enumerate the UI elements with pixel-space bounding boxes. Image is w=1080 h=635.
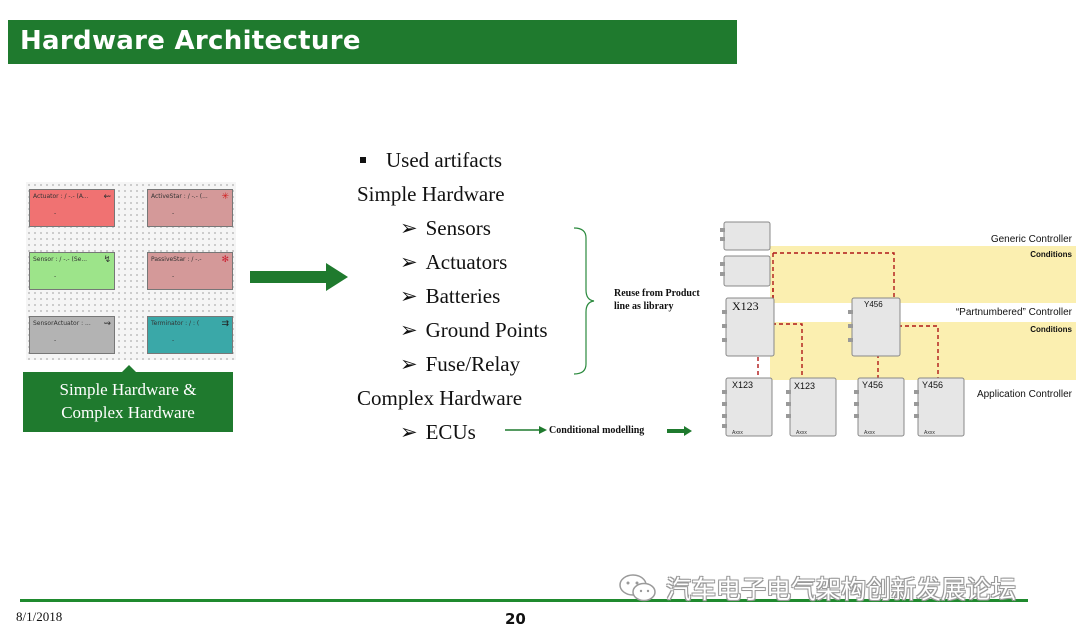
ecu-label: Y456 [864, 300, 883, 309]
sensor-actuator-block: SensorActuator : ... - ⇝ [29, 316, 115, 354]
conn-generic-to-y456 [773, 252, 895, 298]
block-label: Terminator : / : ( [151, 320, 200, 327]
thick-arrow-icon [667, 426, 692, 436]
actuator-block: Actuator : / -.- (A... - ⇜ [29, 189, 115, 227]
app-ecu-3 [854, 377, 905, 437]
generic-ecu-bottom [720, 255, 771, 287]
app-ecu-4 [914, 377, 965, 437]
sensor-block: Sensor : / -.- (Se... - ↯ [29, 252, 115, 290]
band-generic [770, 246, 1076, 303]
ecu-label: Y456 [922, 380, 943, 390]
block-dash: - [172, 337, 175, 344]
passive-star-icon: ✻ [221, 255, 229, 265]
block-dash: - [54, 337, 57, 344]
list-item-text: Ground Points [425, 318, 548, 342]
block-label: SensorActuator : ... [33, 320, 91, 327]
list-item: ➢ Sensors [400, 216, 491, 241]
band-label: Application Controller [977, 389, 1073, 400]
ecu-label: X123 [794, 381, 815, 391]
controller-diagram: X123 Y456 X123 X123 Y456 Y456 Axxx Axxx … [718, 218, 1076, 449]
hardware-palette: Actuator : / -.- (A... - ⇜ ActiveStar : … [26, 182, 236, 360]
conditional-note: Conditional modelling [549, 425, 645, 436]
block-dash: - [172, 210, 175, 217]
block-label: PassiveStar : / -.- [151, 256, 202, 263]
list-item: ➢ Actuators [400, 250, 507, 275]
arrow-bullet-icon: ➢ [400, 250, 418, 274]
block-dash: - [172, 273, 175, 280]
actuator-icon: ⇜ [103, 192, 111, 202]
list-item-text: Batteries [425, 284, 501, 308]
used-artifacts-text: Used artifacts [386, 148, 503, 172]
passive-star-block: PassiveStar : / -.- - ✻ [147, 252, 233, 290]
partnumbered-ecu-y456 [848, 297, 901, 357]
ecu-label: X123 [732, 380, 753, 390]
terminator-block: Terminator : / : ( - ⇉ [147, 316, 233, 354]
app-ecu-1 [722, 377, 773, 437]
simple-hardware-heading: Simple Hardware [357, 182, 505, 206]
list-item: ➢ Batteries [400, 284, 500, 309]
band-sublabel: Conditions [1030, 250, 1072, 259]
right-arrow-icon [250, 263, 348, 291]
arrow-bullet-icon: ➢ [400, 352, 418, 376]
list-item-text: ECUs [425, 420, 476, 444]
complex-hardware-heading: Complex Hardware [357, 386, 523, 410]
arrow-bullet-icon: ➢ [400, 216, 418, 240]
band-sublabel: Conditions [1030, 325, 1072, 334]
partnumbered-ecu-x123 [722, 297, 775, 357]
app-ecu-2 [786, 377, 837, 437]
footer-date: 8/1/2018 [16, 609, 63, 624]
footer-divider [20, 599, 1028, 602]
arrow-bullet-icon: ➢ [400, 318, 418, 342]
active-star-block: ActiveStar : / -.- (... - ✳ [147, 189, 233, 227]
list-item: ➢ Fuse/Relay [400, 352, 520, 377]
slide-title: Hardware Architecture [20, 26, 361, 56]
list-item: ➢ Ground Points [400, 318, 548, 343]
terminator-icon: ⇉ [221, 319, 229, 329]
block-dash: - [54, 273, 57, 280]
block-label: Actuator : / -.- (A... [33, 193, 89, 200]
square-bullet-icon [360, 157, 366, 163]
ecu-tag: Axxx [796, 430, 807, 436]
reuse-note: Reuse from Product line as library [614, 288, 700, 312]
list-item-text: Sensors [425, 216, 491, 240]
caption-text: Simple Hardware & Complex Hardware [59, 380, 197, 422]
page-number: 20 [505, 610, 526, 628]
ecu-tag: Axxx [864, 430, 875, 436]
list-item-text: Actuators [425, 250, 508, 274]
sensor-icon: ↯ [103, 255, 111, 265]
block-label: Sensor : / -.- (Se... [33, 256, 88, 263]
band-label: Generic Controller [991, 234, 1073, 245]
watermark-text: 汽车电子电气架构创新发展论坛 [666, 575, 1017, 604]
arrow-bullet-icon: ➢ [400, 420, 418, 444]
title-bar: Hardware Architecture [8, 20, 737, 64]
band-partnumbered [770, 322, 1076, 380]
block-label: ActiveStar : / -.- (... [151, 193, 208, 200]
band-label: “Partnumbered” Controller [956, 307, 1073, 318]
list-item-text: Fuse/Relay [425, 352, 521, 376]
caption-notch [121, 365, 137, 373]
controller-diagram-graphic: X123 Y456 X123 X123 Y456 Y456 Axxx Axxx … [720, 221, 1076, 437]
wechat-icon [619, 574, 656, 602]
ecu-tag: Axxx [732, 430, 743, 436]
ecu-label: X123 [732, 299, 759, 313]
thin-arrow-icon [505, 426, 547, 434]
right-brace-icon [573, 227, 595, 375]
used-artifacts-item: Used artifacts [360, 148, 502, 173]
block-dash: - [54, 210, 57, 217]
generic-ecu-top [720, 221, 771, 251]
ecu-label: Y456 [862, 380, 883, 390]
sensor-actuator-icon: ⇝ [103, 319, 111, 329]
palette-caption: Simple Hardware & Complex Hardware [23, 365, 233, 432]
conn-y456-app [898, 325, 939, 386]
active-star-icon: ✳ [221, 192, 229, 202]
ecu-tag: Axxx [924, 430, 935, 436]
arrow-bullet-icon: ➢ [400, 284, 418, 308]
list-item: ➢ ECUs [400, 420, 476, 445]
